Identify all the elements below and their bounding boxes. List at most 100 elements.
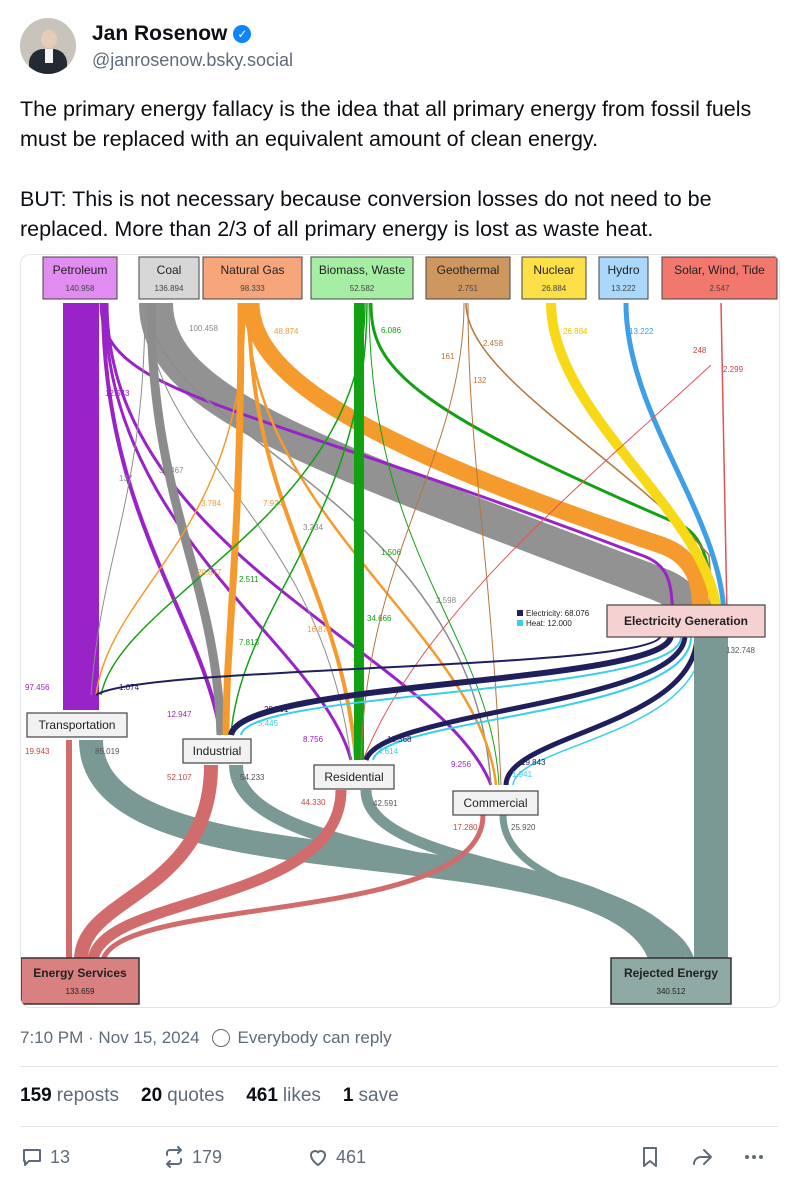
repost-button[interactable]: 179 [162, 1145, 222, 1169]
flow-elec-transportation [95, 634, 662, 696]
more-options-button[interactable] [742, 1145, 766, 1169]
post-timestamp[interactable]: 7:10 PM · Nov 15, 2024 [20, 1028, 200, 1047]
author-display-name[interactable]: Jan Rosenow ✓ [92, 22, 293, 46]
reply-icon [23, 1149, 41, 1166]
flow-coal-electricity [139, 302, 706, 617]
flow-value-label: 100.458 [189, 324, 218, 333]
sector-node: Residential [313, 764, 395, 790]
divider [20, 1126, 778, 1127]
flow-residential-services [87, 789, 347, 962]
flow-value-label: 44.330 [301, 798, 326, 807]
flow-value-label: 20.877 [197, 568, 222, 577]
bookmark-icon [643, 1147, 657, 1167]
flow-biomass-transportation [100, 302, 366, 696]
post-paragraph: The primary energy fallacy is the idea t… [20, 97, 752, 151]
source-label: Biomass, Waste [319, 263, 406, 277]
action-bar: 13 179 461 [20, 1145, 778, 1175]
flow-industrial-services [74, 764, 218, 961]
flow-coal-commercial [148, 302, 492, 786]
sector-label: Transportation [39, 718, 116, 732]
flow-value-label: 6.086 [381, 326, 402, 335]
source-value: 26.884 [542, 284, 567, 293]
sink-value: 133.659 [66, 987, 95, 996]
flow-value-label: 2.511 [239, 575, 259, 584]
source-node: Nuclear 26.884 [521, 256, 587, 300]
flow-value-label: 4.614 [378, 747, 399, 756]
source-value: 2.547 [709, 284, 730, 293]
flow-value-label: 97.456 [25, 683, 50, 692]
source-label: Natural Gas [220, 263, 284, 277]
flow-value-label: 25.920 [511, 823, 536, 832]
flow-value-label: 1.941 [512, 770, 533, 779]
legend-swatch [517, 620, 523, 626]
source-node: Natural Gas 98.333 [202, 256, 303, 300]
flow-elec-commercial [503, 634, 700, 786]
flow-heat-residential [372, 636, 692, 761]
flow-heat-commercial [512, 636, 704, 786]
sector-label: Residential [324, 770, 383, 784]
flow-value-label: 1.074 [119, 683, 140, 692]
verified-check-icon[interactable]: ✓ [233, 24, 252, 43]
flow-value-label: 85.019 [95, 747, 120, 756]
flow-value-label: 19.843 [521, 758, 546, 767]
more-dots-icon [745, 1155, 763, 1159]
share-button[interactable] [690, 1145, 714, 1169]
divider [20, 1066, 778, 1067]
source-node: Geothermal 2.751 [425, 256, 511, 300]
sector-node: Transportation [26, 712, 128, 738]
flow-value-label: 7.924 [263, 499, 284, 508]
author-handle[interactable]: @janrosenow.bsky.social [92, 49, 294, 70]
flow-geothermal-residential [360, 302, 465, 761]
sector-label: Industrial [193, 744, 242, 758]
post-body: The primary energy fallacy is the idea t… [20, 94, 780, 244]
flow-value-label: 12.543 [105, 389, 130, 398]
globe-icon [211, 1029, 230, 1047]
heart-icon [310, 1150, 326, 1166]
legend-swatch [517, 610, 523, 616]
sector-label: Commercial [463, 796, 527, 810]
flow-value-label: 7.813 [239, 638, 260, 647]
source-label: Geothermal [437, 263, 500, 277]
flow-value-label: 161 [441, 352, 455, 361]
flow-petroleum-industrial [101, 302, 223, 736]
flow-value-label: 17.280 [453, 823, 478, 832]
flow-value-label: 18.368 [387, 735, 412, 744]
post-paragraph: BUT: This is not necessary because conve… [20, 187, 712, 241]
sink-label: Rejected Energy [624, 966, 718, 980]
avatar[interactable] [20, 18, 76, 74]
flow-coal-transport [90, 302, 146, 696]
flow-value-label: 5.445 [258, 719, 279, 728]
sector-label: Electricity Generation [624, 614, 748, 628]
flow-value-label: 52.107 [167, 773, 192, 782]
flow-value-label: 19.943 [25, 747, 50, 756]
flow-value-label: 48.874 [274, 327, 299, 336]
flow-gas-residential [247, 302, 358, 761]
flow-value-label: 42.591 [373, 799, 398, 808]
flow-value-label: 30.467 [159, 466, 184, 475]
bookmark-button[interactable] [638, 1145, 662, 1169]
flow-value-label: 1.506 [381, 548, 402, 557]
source-label: Nuclear [533, 263, 574, 277]
flow-value-label: 16.874 [307, 625, 332, 634]
flow-gas-transportation [95, 302, 246, 696]
flow-petroleum-residential [103, 302, 353, 761]
legend-label: Electricity: 68.076 [526, 609, 590, 618]
source-label: Coal [157, 263, 182, 277]
like-button[interactable]: 461 [306, 1145, 366, 1169]
reply-button[interactable]: 13 [20, 1145, 70, 1169]
flow-solar-residential [362, 364, 712, 761]
flow-value-label: 2.299 [723, 365, 744, 374]
source-value: 98.333 [240, 284, 265, 293]
source-value: 2.751 [458, 284, 479, 293]
flow-biomass-industrial [230, 302, 368, 736]
post-meta: 7:10 PM · Nov 15, 2024 Everybody can rep… [20, 1028, 392, 1048]
